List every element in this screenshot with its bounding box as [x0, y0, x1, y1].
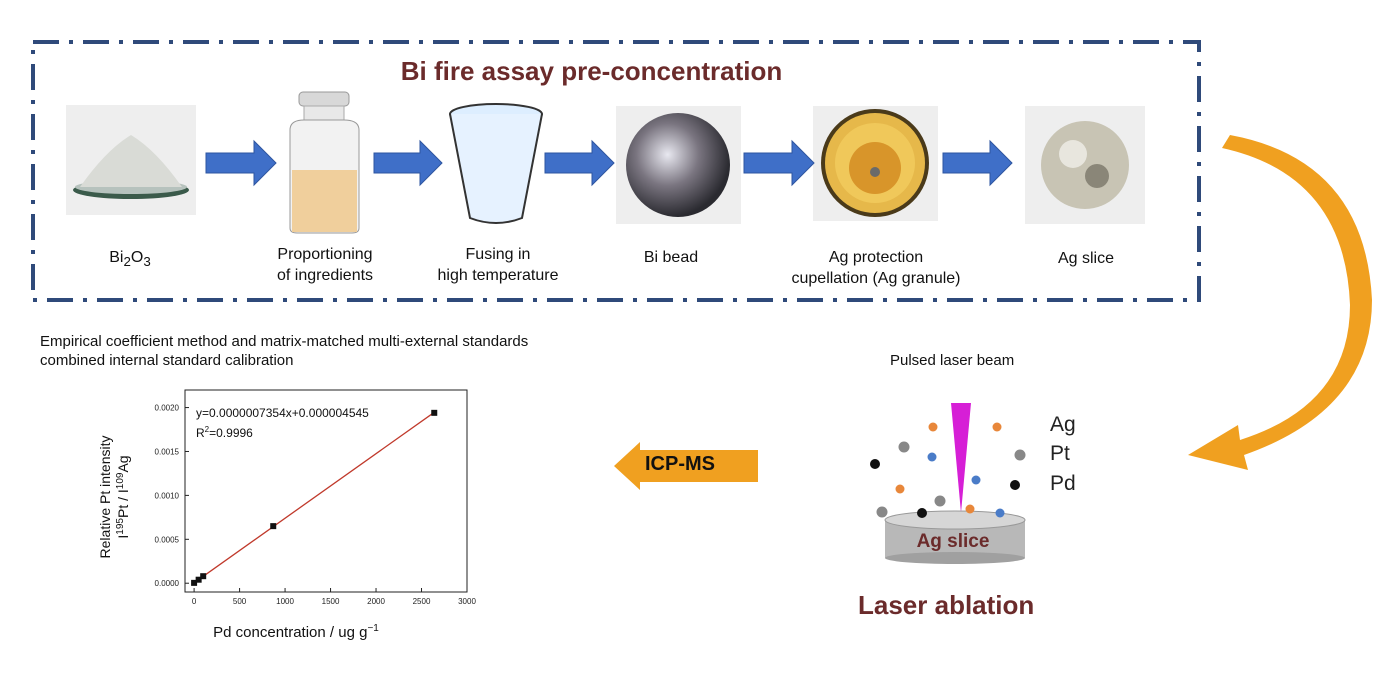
arrow-right-icon: [205, 139, 277, 187]
legend-pt: Pt: [1050, 442, 1070, 465]
icp-ms-label: ICP-MS: [645, 453, 715, 475]
y-axis-title: Relative Pt intensity: [97, 436, 113, 559]
calibration-note-line1: Empirical coefficient method and matrix-…: [40, 333, 529, 350]
cupel-image: [813, 106, 938, 221]
x-tick-label: 1000: [276, 597, 294, 606]
x-axis-title: Pd concentration / ug g−1: [213, 623, 379, 641]
particle-pd: [870, 459, 880, 469]
x-tick-label: 1500: [322, 597, 340, 606]
pulsed-laser-beam-label: Pulsed laser beam: [890, 352, 1015, 369]
arrow-right-icon: [544, 139, 615, 187]
diagram-title: Bi fire assay pre-concentration: [400, 56, 783, 86]
particle-ag: [928, 422, 938, 432]
step-label-bi-bead: Bi bead: [643, 249, 699, 266]
particle-pt: [1014, 449, 1026, 461]
calibration-note: Empirical coefficient method and matrix-…: [40, 332, 528, 370]
laser-ablation-caption: Laser ablation: [858, 590, 1035, 620]
ag-slice-target-label: Ag slice: [916, 531, 990, 552]
y-tick-label: 0.0020: [155, 404, 180, 413]
arrow-right-icon: [942, 139, 1013, 187]
step-label-ag-slice: Ag slice: [1057, 250, 1115, 267]
arrow-right-icon: [743, 139, 815, 187]
particle-ag: [992, 422, 1002, 432]
legend-ag: Ag: [1050, 413, 1076, 436]
y-axis-subtitle: I195Pt / I109Ag: [115, 455, 131, 538]
particle-ag: [965, 504, 975, 514]
x-tick-label: 2000: [367, 597, 385, 606]
y-tick-label: 0.0010: [155, 491, 180, 500]
x-tick-label: 2500: [413, 597, 431, 606]
arrow-right-icon: [373, 139, 443, 187]
step-label-cupellation: Ag protection cupellation (Ag granule): [791, 249, 961, 287]
particle-blue: [995, 508, 1005, 518]
particle-pd: [1010, 480, 1020, 490]
icp-ms-arrow: [614, 442, 758, 490]
x-tick-label: 3000: [458, 597, 476, 606]
crucible-image: [446, 100, 546, 230]
fit-line: [193, 411, 436, 584]
y-tick-label: 0.0000: [155, 579, 180, 588]
ag-slice-image: [1025, 106, 1145, 224]
data-point: [431, 409, 438, 416]
chart-equation: y=0.0000007354x+0.000004545: [196, 406, 369, 420]
bi-bead-image: [616, 106, 741, 224]
particle-pt: [876, 506, 888, 518]
particle-pt: [898, 441, 910, 453]
calibration-note-line2: combined internal standard calibration: [40, 352, 294, 369]
legend-pd: Pd: [1050, 472, 1076, 495]
laser-beam: [951, 403, 971, 513]
data-point: [191, 579, 198, 586]
y-tick-label: 0.0015: [155, 447, 180, 456]
data-point: [270, 523, 277, 530]
step-label-fusing: Fusing in high temperature: [437, 246, 559, 284]
y-tick-label: 0.0005: [155, 535, 180, 544]
plot-frame: [184, 389, 468, 593]
particle-blue: [971, 475, 981, 485]
chart-r2: R2=0.9996: [196, 425, 253, 440]
bi2o3-powder-image: [66, 105, 196, 215]
x-tick-label: 0: [192, 597, 197, 606]
particle-pd: [917, 508, 927, 518]
particle-ag: [895, 484, 905, 494]
x-tick-label: 500: [233, 597, 247, 606]
particle-blue: [927, 452, 937, 462]
step-label-proportioning: Proportioning of ingredients: [276, 246, 374, 284]
particle-pt: [934, 495, 946, 507]
data-point: [195, 576, 202, 583]
step-label-bi2o3: Bi2O3: [109, 249, 151, 270]
reagent-jar-image: [282, 90, 367, 235]
laser-ablation-schematic: [870, 403, 1026, 564]
data-point: [200, 573, 207, 580]
calibration-chart: 0 500 1000 1500 2000 2500 3000 0.0000 0.0005 0.0…: [97, 389, 476, 641]
